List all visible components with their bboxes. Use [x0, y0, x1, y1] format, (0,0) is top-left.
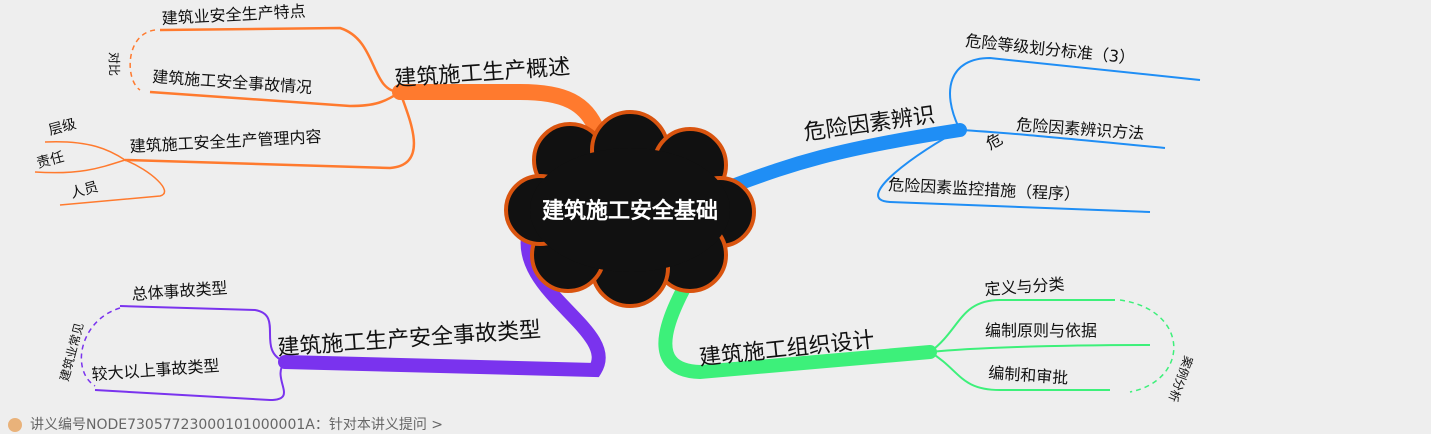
overview-item-1[interactable]: 建筑业安全生产特点	[161, 1, 306, 28]
hazard-item-2[interactable]: 危险因素辨识方法	[1016, 115, 1145, 143]
design-dashed-link	[1119, 299, 1175, 393]
design-line-3	[929, 351, 1110, 391]
hazard-item-3[interactable]: 危险因素监控措施（程序）	[888, 175, 1081, 204]
overview-line-1	[159, 26, 401, 94]
overview-sub-line-1	[44, 140, 126, 161]
accident-item-1[interactable]: 总体事故类型	[131, 278, 228, 304]
footer-text[interactable]: 讲义编号NODE73057723000101000001A：针对本讲义提问 >	[30, 417, 444, 433]
accident-line-1	[119, 305, 286, 363]
design-item-1[interactable]: 定义与分类	[984, 274, 1065, 299]
overview-dashed-link	[129, 29, 156, 91]
accident-line-2	[94, 361, 286, 402]
overview-sub-line-3	[59, 159, 166, 206]
center-title[interactable]: 建筑施工安全基础	[542, 198, 718, 224]
hazard-line-2	[959, 129, 1166, 149]
accident-trunk	[278, 221, 606, 378]
overview-sub-item-1[interactable]: 层级	[47, 116, 78, 139]
note-icon	[8, 418, 22, 432]
design-line-2	[929, 344, 1151, 353]
overview-line-2	[149, 90, 401, 108]
hazard-line-1	[949, 56, 1201, 131]
accident-item-2[interactable]: 较大以上事故类型	[91, 356, 220, 384]
hazard-line-3	[877, 129, 1151, 213]
overview-sub-line-2	[34, 159, 126, 174]
overview-sub-item-3[interactable]: 人员	[69, 179, 100, 202]
footer-bar[interactable]: 讲义编号NODE73057723000101000001A：针对本讲义提问 >	[8, 414, 443, 434]
design-line-1	[929, 299, 1115, 353]
overview-side-note: 对比	[107, 52, 121, 76]
overview-line-3	[124, 91, 416, 170]
overview-sub-item-2[interactable]: 责任	[35, 149, 66, 172]
overview-trunk	[392, 84, 608, 148]
overview-item-3[interactable]: 建筑施工安全生产管理内容	[129, 127, 322, 156]
accident-side-note: 建筑业常见	[56, 321, 86, 383]
center-cloud	[504, 110, 756, 308]
hazard-item-1[interactable]: 危险等级划分标准（3）	[965, 31, 1136, 68]
hazard-trunk	[728, 123, 967, 192]
design-item-2[interactable]: 编制原则与依据	[985, 321, 1097, 340]
design-side-note: 案例分析	[1166, 354, 1197, 404]
design-item-3[interactable]: 编制和审批	[988, 363, 1069, 388]
accident-title[interactable]: 建筑施工生产安全事故类型	[277, 318, 542, 361]
accident-dashed-link	[80, 307, 121, 387]
